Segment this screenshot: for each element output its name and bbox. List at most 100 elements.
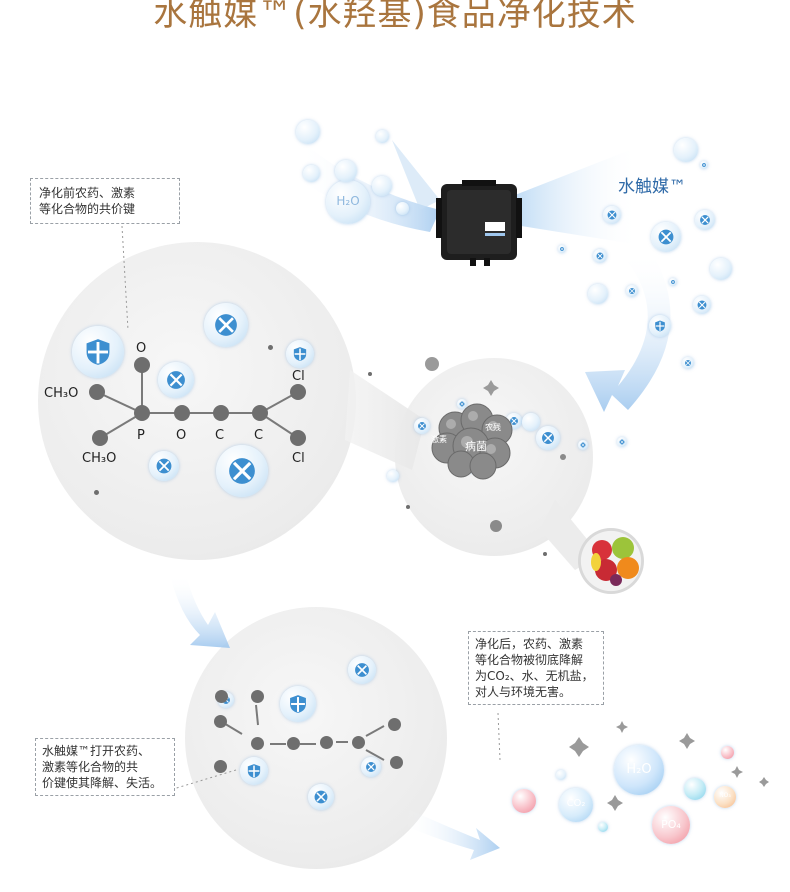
atom-node [134,357,150,373]
atom-node [290,430,306,446]
label-ch3o-left: CH₃O [44,386,79,401]
zoom-cone-left [345,370,425,470]
debris-dot [543,552,547,556]
hydroxyl-ion-icon [603,206,621,224]
arrow-to-products [405,810,500,860]
hydroxyl-ion-icon [536,426,560,450]
fragment-node [251,690,264,703]
fragment-node [214,760,227,773]
hydroxyl-ion-icon [216,445,268,497]
hydroxyl-ion-icon [204,303,248,347]
intake-bubble [396,202,409,215]
hydroxyl-ion-icon [649,315,671,337]
fragment-node [251,737,264,750]
hydroxyl-ion-icon [240,757,268,785]
hydroxyl-ion-icon [457,399,467,409]
hydroxyl-ion-icon [578,440,588,450]
atom-node [252,405,268,421]
output-fan [515,150,640,245]
fragment-node [214,715,227,728]
cluster-bubble [522,413,540,431]
product-bubble-co2: CO₂ [559,788,593,822]
hydroxyl-ion-icon [414,418,430,434]
note-after-line-2: 等化合物被彻底降解 [475,653,584,667]
note-before-line-2: 等化合物的共价键 [39,202,136,216]
fragment-node [320,736,333,749]
pathogen-cluster-icon [431,403,513,480]
hydroxyl-ion-icon [626,285,638,297]
product-bubble-h2o: H₂O [614,745,664,795]
note-after: 净化后，农药、激素 等化合物被彻底降解 为CO₂、水、无机盐， 对人与环境无害。 [468,631,604,705]
fragment-node [287,737,300,750]
label-cl-bottom: Cl [292,451,305,466]
hydroxyl-ion-icon [700,161,708,169]
note-catalyst-line-1: 水触媒™打开农药、 [42,744,151,758]
note-after-line-4: 对人与环境无害。 [475,685,572,699]
atom-node [89,384,105,400]
cluster-label-hormone: 激素 [431,435,447,444]
pathogen-cluster: 病菌 激素 农残 [425,398,525,480]
intake-bubble [335,160,357,182]
note-after-line-1: 净化后，农药、激素 [475,637,584,651]
outflow-bubble [710,258,732,280]
debris-dot [490,520,502,532]
fruit-icon [591,537,639,586]
debris-dot [425,357,439,371]
page-title: 水触媒™(水羟基)食品净化技术 [153,0,637,34]
hydroxyl-ion-icon [348,656,376,684]
label-c1: C [215,428,225,443]
purifier-device-icon [436,180,522,266]
label-o-mid: O [176,428,187,443]
hydroxyl-ion-icon [669,278,677,286]
atom-node [290,384,306,400]
hydroxyl-ion-icon [361,757,381,777]
debris-dot [268,345,273,350]
hydroxyl-ion-icon [693,296,711,314]
fragment-node [390,756,403,769]
atom-node [92,430,108,446]
curved-arrow-down-right [585,250,671,412]
intake-label-h2o: H₂O [336,194,360,208]
hydroxyl-ion-icon [149,451,179,481]
fragment-node [388,718,401,731]
debris-dot [94,490,99,495]
outflow-bubble [588,284,608,304]
label-o-top: O [136,341,147,356]
intake-bubble [296,120,320,144]
hydroxyl-ion-icon [695,210,715,230]
note-catalyst: 水触媒™打开农药、 激素等化合物的共 价键使其降解、失活。 [35,738,175,796]
atom-node [134,405,150,421]
hydroxyl-ion-icon [280,686,316,722]
cluster-label-pesticide: 农残 [485,423,501,432]
curved-arrow-down-left [170,575,230,648]
note-before-line-1: 净化前农药、激素 [39,186,136,200]
hydroxyl-ion-icon [617,437,627,447]
product-bubble-cyan [684,778,706,800]
product-bubble-pink [512,789,536,813]
brand-label: 水触媒™ [618,177,686,197]
fruit-bowl-icon [578,528,644,594]
label-c2: C [254,428,264,443]
hydroxyl-ion-icon [72,326,124,378]
hydroxyl-ion-icon [308,784,334,810]
note-before: 净化前农药、激素 等化合物的共价键 [30,178,180,224]
product-label-po4: PO₄ [661,818,681,831]
fragment-node [352,736,365,749]
intake-bubble [372,176,392,196]
product-bubble-po4: PO₄ [652,806,690,844]
note-catalyst-line-2: 激素等化合物的共 [42,760,139,774]
degradation-closeup-circle [185,607,447,869]
product-bubble-pink-small [721,746,734,759]
note-catalyst-line-3: 价键使其降解、失活。 [42,776,163,790]
fragment-node [215,690,228,703]
debris-dot [368,372,372,376]
hydroxyl-ion-icon [682,357,694,369]
product-label-co2: CO₂ [566,798,586,809]
product-bubble-cyan-small [598,822,608,832]
molecule-closeup-circle [38,242,356,560]
note-after-line-3: 为CO₂、水、无机盐， [475,669,594,683]
cluster-bubble [387,470,399,482]
hydroxyl-ion-icon [286,340,314,368]
